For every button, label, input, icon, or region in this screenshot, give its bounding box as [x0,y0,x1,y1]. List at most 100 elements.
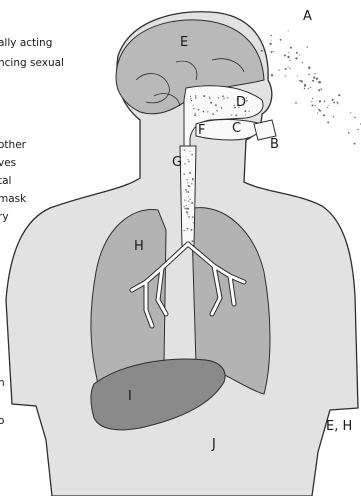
side-text-line-4: ves [0,157,16,169]
airflow-dot [190,151,191,152]
airflow-dot [299,54,300,55]
airflow-dot [337,103,338,104]
airflow-dot [338,94,340,96]
airflow-dot [301,80,303,82]
airflow-dot [223,98,224,99]
airflow-dot [249,111,250,112]
airflow-dot [187,213,188,214]
airflow-dot [186,211,188,213]
airflow-dot [185,189,187,191]
airflow-dot [261,50,263,52]
airflow-dot [319,100,321,102]
airflow-dot [288,52,289,53]
airflow-dot [315,105,316,106]
airflow-dot [203,95,205,97]
airflow-dot [191,154,193,156]
label-F: F [198,123,205,138]
airflow-dot [186,205,187,206]
airflow-dot [209,96,210,97]
airflow-dot [215,104,217,106]
airflow-dot [227,97,228,98]
airflow-dot [304,84,306,86]
airflow-dot [332,99,334,101]
trachea [180,146,196,246]
airflow-dot [278,70,279,71]
airflow-dot [193,105,194,106]
label-B: B [270,137,279,152]
airflow-dot [337,102,339,104]
airflow-dot [193,108,194,109]
airflow-dot [312,98,313,99]
airflow-dot [188,201,189,202]
side-text-line-1: ally acting [0,37,52,49]
airflow-dot [194,114,196,116]
airflow-dot [192,178,193,179]
airflow-dot [308,74,310,76]
airflow-dot [296,52,298,54]
airflow-dot [324,101,326,103]
airflow-dot [193,222,194,223]
airflow-dot [354,117,356,119]
airflow-dot [285,76,286,77]
airflow-dot [287,56,289,58]
airflow-dot [244,110,246,112]
airflow-dot [289,60,290,61]
label-H: H [134,239,144,254]
airflow-dot [195,113,196,114]
airflow-dot [198,109,200,111]
airflow-dot [188,161,190,163]
airflow-dot [184,173,186,175]
label-A: A [303,9,312,24]
airflow-dot [188,196,189,197]
side-text-line-9: o [0,415,4,427]
airflow-dot [320,88,322,90]
airflow-dot [295,57,297,59]
airflow-dot [299,80,301,82]
airflow-dot [284,54,286,56]
airflow-dot [246,100,248,102]
airflow-dot [311,104,313,106]
airflow-dot [191,183,192,184]
airflow-dot [308,88,309,89]
airflow-dot [191,240,193,242]
airflow-dot [184,208,186,210]
label-E: E [180,35,188,50]
airflow-dot [269,43,271,45]
label-J: J [211,437,216,452]
airflow-dot [184,149,186,151]
label-D: D [236,95,246,110]
airflow-dot [203,111,205,113]
airflow-dot [316,78,318,80]
airflow-dot [245,115,246,116]
airflow-dot [290,47,292,49]
airflow-dot [195,95,196,96]
airflow-dot [216,110,217,111]
airflow-dot [186,208,188,210]
airflow-dot [189,186,191,188]
airflow-dot [271,51,273,53]
airflow-dot [246,97,247,98]
side-text-line-8: n [0,377,5,389]
side-text-line-3: other [0,139,27,151]
airflow-dot [184,200,185,201]
airflow-dot [319,110,321,112]
airflow-dot [333,101,335,103]
airflow-dot [328,105,329,106]
airflow-dot [327,107,328,108]
airflow-dot [218,97,220,99]
airflow-dot [318,89,320,91]
airflow-dot [212,113,214,115]
side-text-line-2: ncing sexual [0,57,64,69]
airflow-dot [319,81,321,83]
airflow-dot [187,191,189,193]
airflow-dot [187,159,188,160]
airflow-dot [184,163,185,164]
airflow-dot [191,202,193,204]
airflow-dot [348,132,350,134]
airflow-dot [188,216,190,218]
airflow-dot [314,73,315,74]
airflow-dot [271,35,272,36]
label-EH: E, H [326,419,352,434]
airflow-dot [313,76,315,78]
